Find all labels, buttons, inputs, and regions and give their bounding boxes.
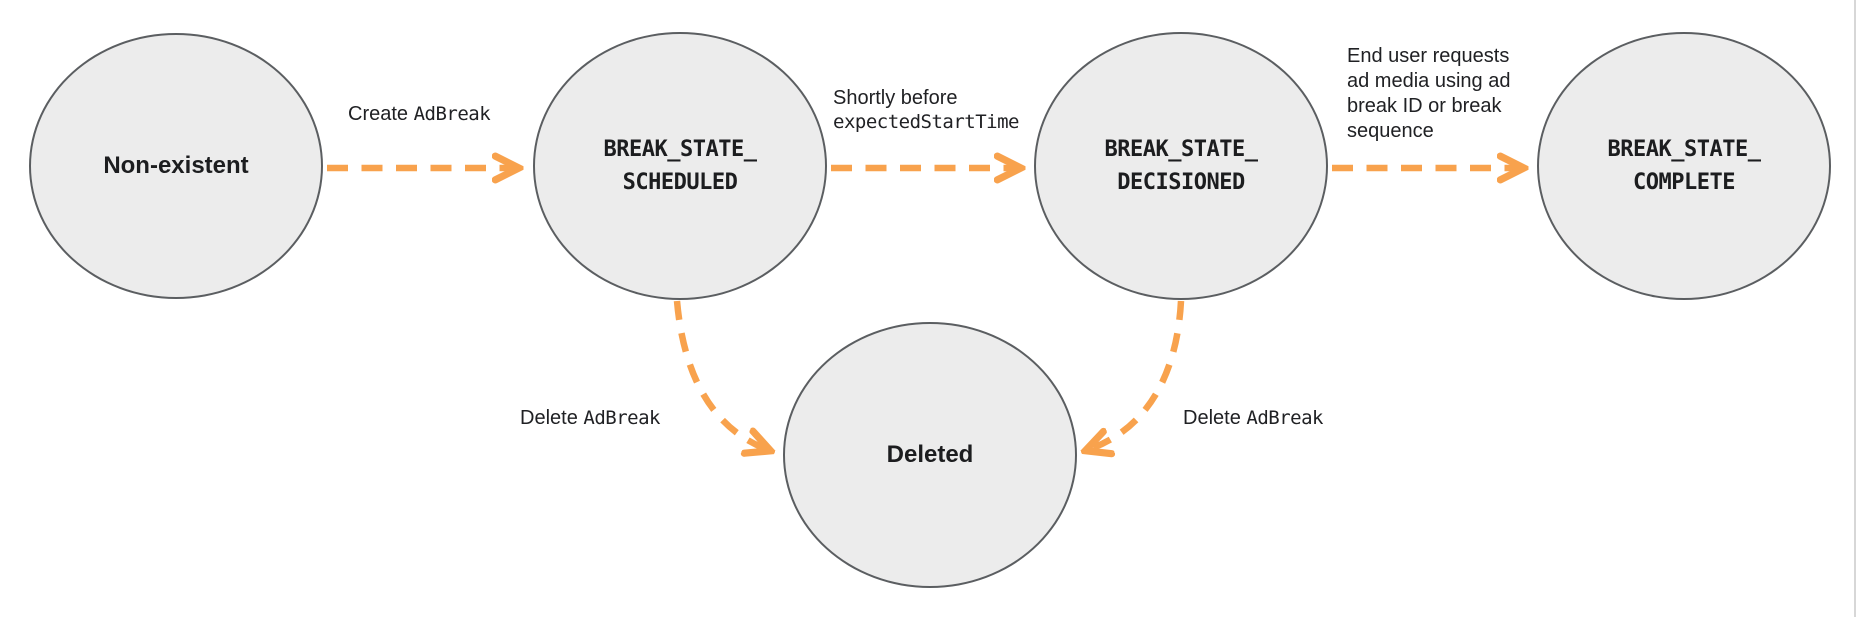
state-label-break-state-scheduled: BREAK_STATE_ SCHEDULED: [603, 137, 757, 195]
state-circle-break-state-complete: BREAK_STATE_ COMPLETE: [1537, 32, 1831, 300]
state-circle-non-existent: Non-existent: [29, 33, 323, 299]
state-label-break-state-complete: BREAK_STATE_ COMPLETE: [1607, 137, 1761, 195]
transition-arrow-decisioned-to-deleted: [1090, 300, 1185, 449]
transition-arrow-scheduled-to-deleted: [673, 300, 766, 449]
transition-label-create-adbreak: Create AdBreak: [348, 103, 491, 125]
page-right-border: [1854, 0, 1856, 617]
transition-label-delete-adbreak-left: Delete AdBreak: [520, 407, 660, 429]
state-label-non-existent: Non-existent: [103, 152, 249, 179]
state-circle-break-state-decisioned: BREAK_STATE_ DECISIONED: [1034, 32, 1328, 300]
state-circle-deleted: Deleted: [783, 322, 1077, 588]
state-circle-break-state-scheduled: BREAK_STATE_ SCHEDULED: [533, 32, 827, 300]
transition-label-delete-adbreak-right: Delete AdBreak: [1183, 407, 1323, 429]
state-label-deleted: Deleted: [886, 441, 974, 468]
transition-label-end-user-requests: End user requests ad media using ad brea…: [1347, 45, 1511, 142]
state-label-break-state-decisioned: BREAK_STATE_ DECISIONED: [1104, 137, 1258, 195]
